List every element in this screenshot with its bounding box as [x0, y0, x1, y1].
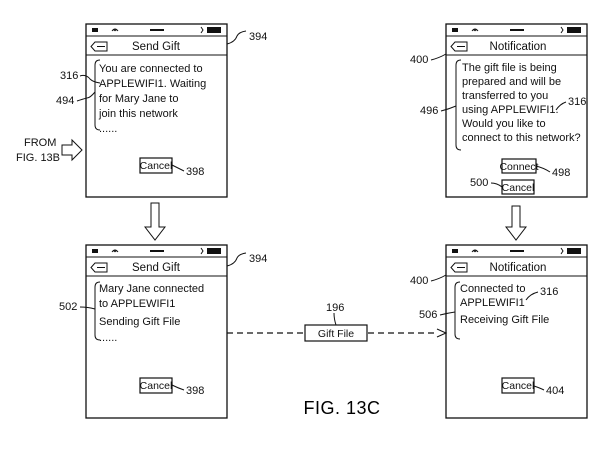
wifi-icon [112, 29, 118, 31]
message-line: prepared and will be [462, 76, 561, 88]
phone-send-gift-sending: Send Gift Mary Jane connected to APPLEWI… [86, 245, 227, 418]
message-line: Connected to [460, 283, 525, 295]
ref-label: 400 [410, 275, 428, 287]
battery-icon [207, 248, 221, 254]
screen-title: Send Gift [132, 262, 181, 274]
battery-icon [567, 248, 581, 254]
ref-label: 502 [59, 301, 77, 313]
from-figure-reference: FROM FIG. 13B [16, 137, 82, 164]
gift-file-transfer: Gift File 196 [227, 302, 446, 341]
ref-label: 316 [540, 286, 558, 298]
signal-icon [92, 249, 98, 253]
signal-icon [452, 28, 458, 32]
bluetooth-icon [561, 27, 563, 33]
connect-label: Connect [499, 161, 538, 173]
message-line: You are connected to [99, 63, 203, 75]
ref-label: 500 [470, 177, 488, 189]
message-line: Receiving Gift File [460, 314, 549, 326]
battery-icon [567, 27, 581, 33]
header-bar: Send Gift [91, 41, 181, 53]
ref-label: 316 [60, 70, 78, 82]
wifi-icon [472, 250, 478, 252]
message-line: Sending Gift File [99, 316, 180, 328]
ref-label: 316 [568, 96, 586, 108]
cancel-button[interactable]: Cancel [140, 378, 173, 393]
back-button[interactable] [451, 42, 467, 51]
phone-notification-receiving: Notification Connected to APPLEWIFI1 Rec… [446, 245, 587, 418]
message-line: ...... [99, 123, 117, 135]
down-arrow-icon [506, 206, 526, 240]
status-bar [452, 27, 581, 33]
cancel-button[interactable]: Cancel [140, 158, 173, 173]
from-label-line2: FIG. 13B [16, 152, 60, 164]
cancel-label: Cancel [502, 380, 535, 392]
status-bar [452, 248, 581, 254]
bluetooth-icon [201, 27, 203, 33]
cancel-label: Cancel [140, 160, 173, 172]
message-line: ...... [99, 332, 117, 344]
from-label-line1: FROM [24, 137, 56, 149]
cancel-label: Cancel [502, 182, 535, 194]
cancel-button[interactable]: Cancel [502, 180, 535, 194]
back-button[interactable] [91, 42, 107, 51]
ref-label: 398 [186, 385, 204, 397]
message-line: connect to this network? [462, 132, 581, 144]
screen-title: Notification [490, 262, 547, 274]
ref-label: 498 [552, 167, 570, 179]
back-button[interactable] [451, 263, 467, 272]
down-arrow-icon [145, 203, 165, 240]
figure-caption: FIG. 13C [303, 398, 380, 418]
gift-file-label: Gift File [318, 328, 354, 340]
ref-label: 404 [546, 385, 564, 397]
header-bar: Send Gift [91, 262, 181, 274]
message-line: APPLEWIFI1 [460, 297, 525, 309]
header-bar: Notification [451, 41, 546, 53]
message-line: Would you like to [462, 118, 546, 130]
cancel-button[interactable]: Cancel [502, 378, 535, 393]
message-line: Mary Jane connected [99, 283, 204, 295]
ref-label: 494 [56, 95, 74, 107]
arrowhead-icon [437, 329, 446, 337]
message-bracket [456, 60, 461, 150]
message-line: using APPLEWIFI1. [462, 104, 559, 116]
screen-title: Notification [490, 41, 547, 53]
message-line: The gift file is being [462, 62, 557, 74]
message-line: APPLEWIFI1. Waiting [99, 78, 206, 90]
message-line: join this network [98, 108, 178, 120]
ref-label: 506 [419, 309, 437, 321]
cancel-label: Cancel [140, 380, 173, 392]
connect-button[interactable]: Connect [499, 159, 538, 173]
bluetooth-icon [201, 248, 203, 254]
header-bar: Notification [451, 262, 546, 274]
wifi-icon [112, 250, 118, 252]
signal-icon [92, 28, 98, 32]
status-bar [92, 248, 221, 254]
message-text: You are connected to APPLEWIFI1. Waiting… [98, 63, 206, 135]
battery-icon [207, 27, 221, 33]
ref-label: 398 [186, 166, 204, 178]
ref-label: 394 [249, 253, 267, 265]
message-line: to APPLEWIFI1 [99, 298, 175, 310]
message-line: for Mary Jane to [99, 93, 178, 105]
screen-title: Send Gift [132, 41, 181, 53]
message-text: Mary Jane connected to APPLEWIFI1 Sendin… [99, 283, 204, 344]
message-text: Connected to APPLEWIFI1 Receiving Gift F… [460, 283, 549, 326]
right-arrow-icon [62, 140, 82, 160]
wifi-icon [472, 29, 478, 31]
signal-icon [452, 249, 458, 253]
status-bar [92, 27, 221, 33]
back-button[interactable] [91, 263, 107, 272]
phone-send-gift-waiting: Send Gift You are connected to APPLEWIFI… [86, 24, 227, 197]
ref-label: 496 [420, 105, 438, 117]
ref-label: 400 [410, 54, 428, 66]
message-line: transferred to you [462, 90, 548, 102]
bluetooth-icon [561, 248, 563, 254]
ref-label: 196 [326, 302, 344, 314]
ref-label: 394 [249, 31, 267, 43]
